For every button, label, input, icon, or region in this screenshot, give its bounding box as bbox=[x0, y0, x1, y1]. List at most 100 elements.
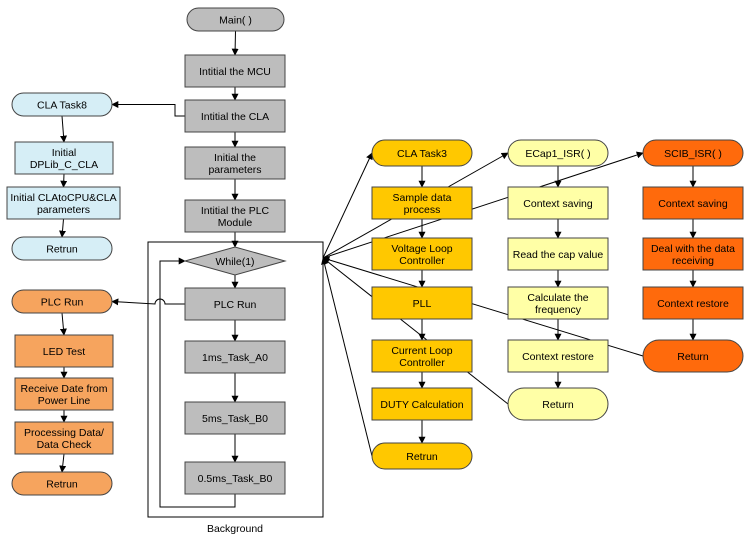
plc-run-call-arrow bbox=[111, 298, 185, 306]
background-frame bbox=[147, 241, 324, 518]
process-shape bbox=[184, 99, 286, 133]
node-label: 0.5ms_Task_B0 bbox=[198, 473, 273, 485]
node-label: PLC Run bbox=[214, 299, 257, 311]
node-label: 5ms_Task_B0 bbox=[202, 413, 268, 425]
process-shape bbox=[184, 461, 286, 495]
terminal-shape bbox=[11, 236, 113, 261]
node-label: Intitial the CLA bbox=[201, 111, 269, 123]
hub-to-cla-task3-arrow bbox=[322, 152, 373, 259]
process-shape bbox=[184, 340, 286, 374]
node-label: Intitial the MCU bbox=[199, 66, 271, 78]
process-shape bbox=[642, 237, 744, 271]
node-task-b0-5: 5ms_Task_B0 bbox=[184, 401, 286, 435]
terminal-shape bbox=[11, 471, 113, 496]
process-shape bbox=[184, 401, 286, 435]
main-flow-arrow-1 bbox=[231, 30, 239, 56]
node-processing: Processing Data/Data Check bbox=[14, 421, 114, 455]
node-label: SCIB_ISR( ) bbox=[664, 148, 722, 160]
process-shape bbox=[14, 141, 114, 175]
decision-shape bbox=[183, 246, 287, 276]
node-label: While(1) bbox=[215, 256, 254, 268]
background-frame-layer: Background bbox=[147, 241, 324, 535]
node-label: Context saving bbox=[523, 198, 593, 210]
node-plc-run: PLC Run bbox=[11, 289, 113, 314]
process-shape bbox=[371, 339, 473, 373]
node-label: Context restore bbox=[657, 298, 729, 310]
terminal-shape bbox=[642, 139, 744, 167]
process-shape bbox=[184, 54, 286, 88]
terminal-shape bbox=[11, 92, 113, 117]
process-shape bbox=[507, 339, 609, 373]
node-label: Return bbox=[677, 351, 709, 363]
node-read-cap: Read the cap value bbox=[507, 237, 609, 271]
process-shape bbox=[184, 199, 286, 233]
cla8-flow-arrow-2 bbox=[60, 173, 68, 188]
node-label: Context restore bbox=[522, 351, 594, 363]
node-return-e: Return bbox=[507, 387, 609, 421]
node-layer: Main( ) Intitial the MCU Intitial the CLA I… bbox=[6, 7, 744, 496]
process-shape bbox=[14, 377, 114, 411]
node-retrun-8: Retrun bbox=[11, 236, 113, 261]
ecap1-return-arrow bbox=[322, 257, 509, 405]
terminal-shape bbox=[507, 139, 609, 167]
process-shape bbox=[371, 387, 473, 421]
node-cla-task8: CLA Task8 bbox=[11, 92, 113, 117]
background-label: Background bbox=[207, 523, 263, 535]
terminal-shape bbox=[371, 139, 473, 167]
node-ctx-restore-s: Context restore bbox=[642, 286, 744, 320]
process-shape bbox=[642, 286, 744, 320]
node-retrun-plc: Retrun bbox=[11, 471, 113, 496]
node-init-cla: Intitial the CLA bbox=[184, 99, 286, 133]
node-label: Retrun bbox=[46, 479, 78, 491]
cla-task3-return-arrow bbox=[321, 257, 373, 457]
process-shape bbox=[184, 146, 286, 180]
node-cla-task3: CLA Task3 bbox=[371, 139, 473, 167]
node-label: Retrun bbox=[406, 451, 438, 463]
plc-flow-arrow-4 bbox=[59, 453, 67, 473]
node-label: ECap1_ISR( ) bbox=[525, 148, 590, 160]
node-return-s: Return bbox=[642, 339, 744, 373]
terminal-shape bbox=[186, 7, 285, 32]
process-shape bbox=[184, 287, 286, 321]
node-label: Processing Data/Data Check bbox=[24, 427, 104, 451]
process-shape bbox=[371, 286, 473, 320]
init-cla-to-task8-arrow bbox=[111, 101, 185, 117]
process-shape bbox=[14, 421, 114, 455]
node-duty: DUTY Calculation bbox=[371, 387, 473, 421]
terminal-shape bbox=[507, 387, 609, 421]
node-pll: PLL bbox=[371, 286, 473, 320]
process-shape bbox=[507, 286, 609, 320]
node-task-b0-05: 0.5ms_Task_B0 bbox=[184, 461, 286, 495]
node-ecap1: ECap1_ISR( ) bbox=[507, 139, 609, 167]
process-shape bbox=[6, 186, 121, 220]
terminal-shape bbox=[371, 442, 473, 470]
node-led-test: LED Test bbox=[14, 334, 114, 368]
process-shape bbox=[642, 186, 744, 220]
cla8-flow-arrow-1 bbox=[60, 115, 68, 143]
node-ctx-restore-e: Context restore bbox=[507, 339, 609, 373]
process-shape bbox=[371, 237, 473, 271]
node-label: Read the cap value bbox=[513, 249, 604, 261]
node-plc-run-bg: PLC Run bbox=[184, 287, 286, 321]
node-label: DUTY Calculation bbox=[380, 399, 463, 411]
node-label: Main( ) bbox=[219, 15, 252, 27]
node-label: Return bbox=[542, 399, 574, 411]
loop-back-arrow bbox=[159, 257, 236, 508]
process-shape bbox=[507, 237, 609, 271]
